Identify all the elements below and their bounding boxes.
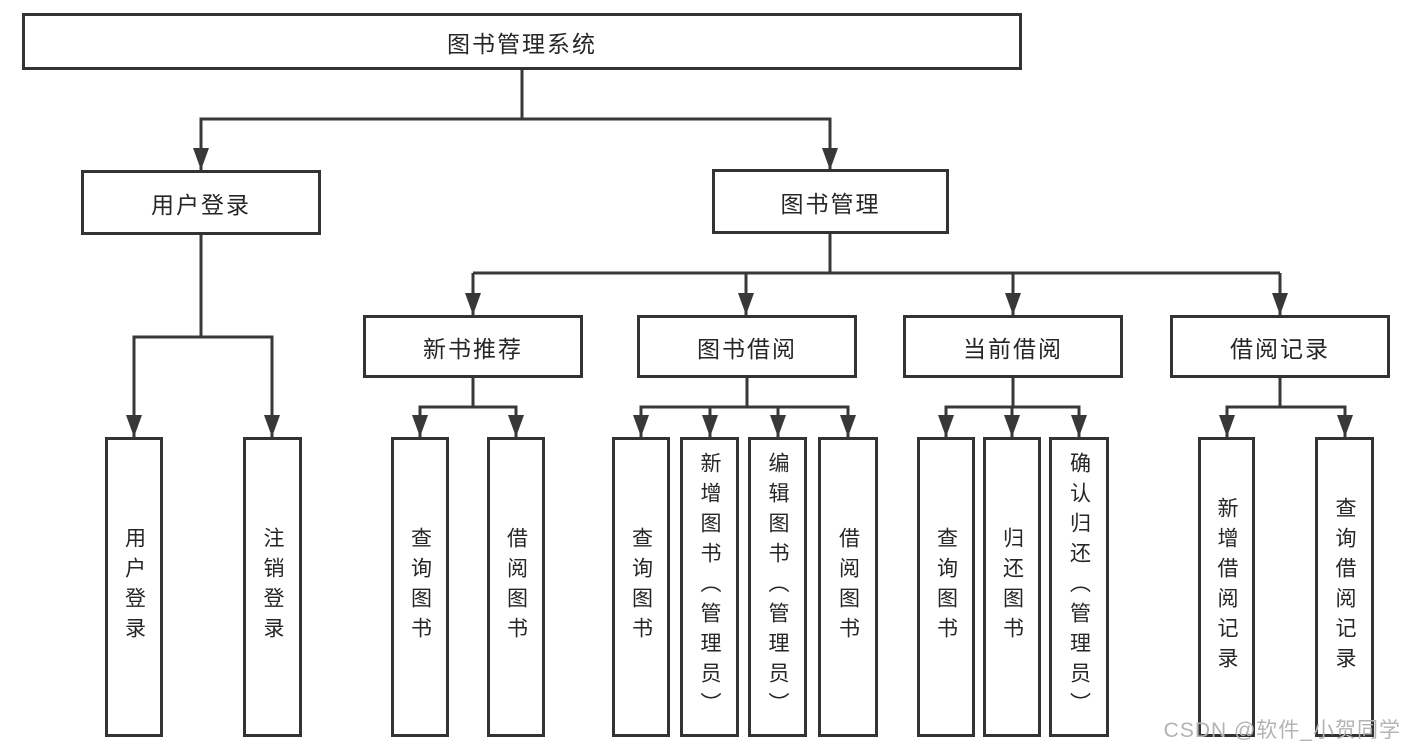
leaf-confirm-return-admin: 确认归还（管理员） (1049, 437, 1109, 737)
leaf-query-books-current: 查询图书 (917, 437, 975, 737)
node-borrow-record: 借阅记录 (1170, 315, 1390, 378)
connector-root (199, 70, 832, 170)
node-current-borrow: 当前借阅 (903, 315, 1123, 378)
leaf-edit-books-admin: 编辑图书（管理员） (748, 437, 807, 737)
node-user-login: 用户登录 (81, 170, 321, 235)
arrowheads (126, 148, 1353, 437)
node-book-borrow: 图书借阅 (637, 315, 857, 378)
leaf-query-books-borrow: 查询图书 (612, 437, 670, 737)
node-new-book-recommend: 新书推荐 (363, 315, 583, 378)
leaf-query-books-recommend: 查询图书 (391, 437, 449, 737)
connector-borrow-record (1225, 378, 1347, 437)
connector-new-book-recommend (418, 378, 518, 437)
connector-book-borrow (639, 378, 850, 437)
leaf-query-borrow-record: 查询借阅记录 (1315, 437, 1374, 737)
leaf-add-books-admin: 新增图书（管理员） (680, 437, 739, 737)
leaf-return-books: 归还图书 (983, 437, 1041, 737)
leaf-add-borrow-record: 新增借阅记录 (1198, 437, 1255, 737)
leaf-logout: 注销登录 (243, 437, 302, 737)
csdn-watermark: CSDN @软件_小贺同学 (1163, 719, 1401, 742)
node-book-management: 图书管理 (712, 169, 949, 234)
leaf-borrow-books: 借阅图书 (818, 437, 878, 737)
leaf-borrow-books-recommend: 借阅图书 (487, 437, 545, 737)
connector-user-login (132, 235, 274, 437)
node-library-management-system: 图书管理系统 (22, 13, 1022, 70)
connector-book-management (471, 234, 1282, 315)
leaf-user-login: 用户登录 (105, 437, 163, 737)
